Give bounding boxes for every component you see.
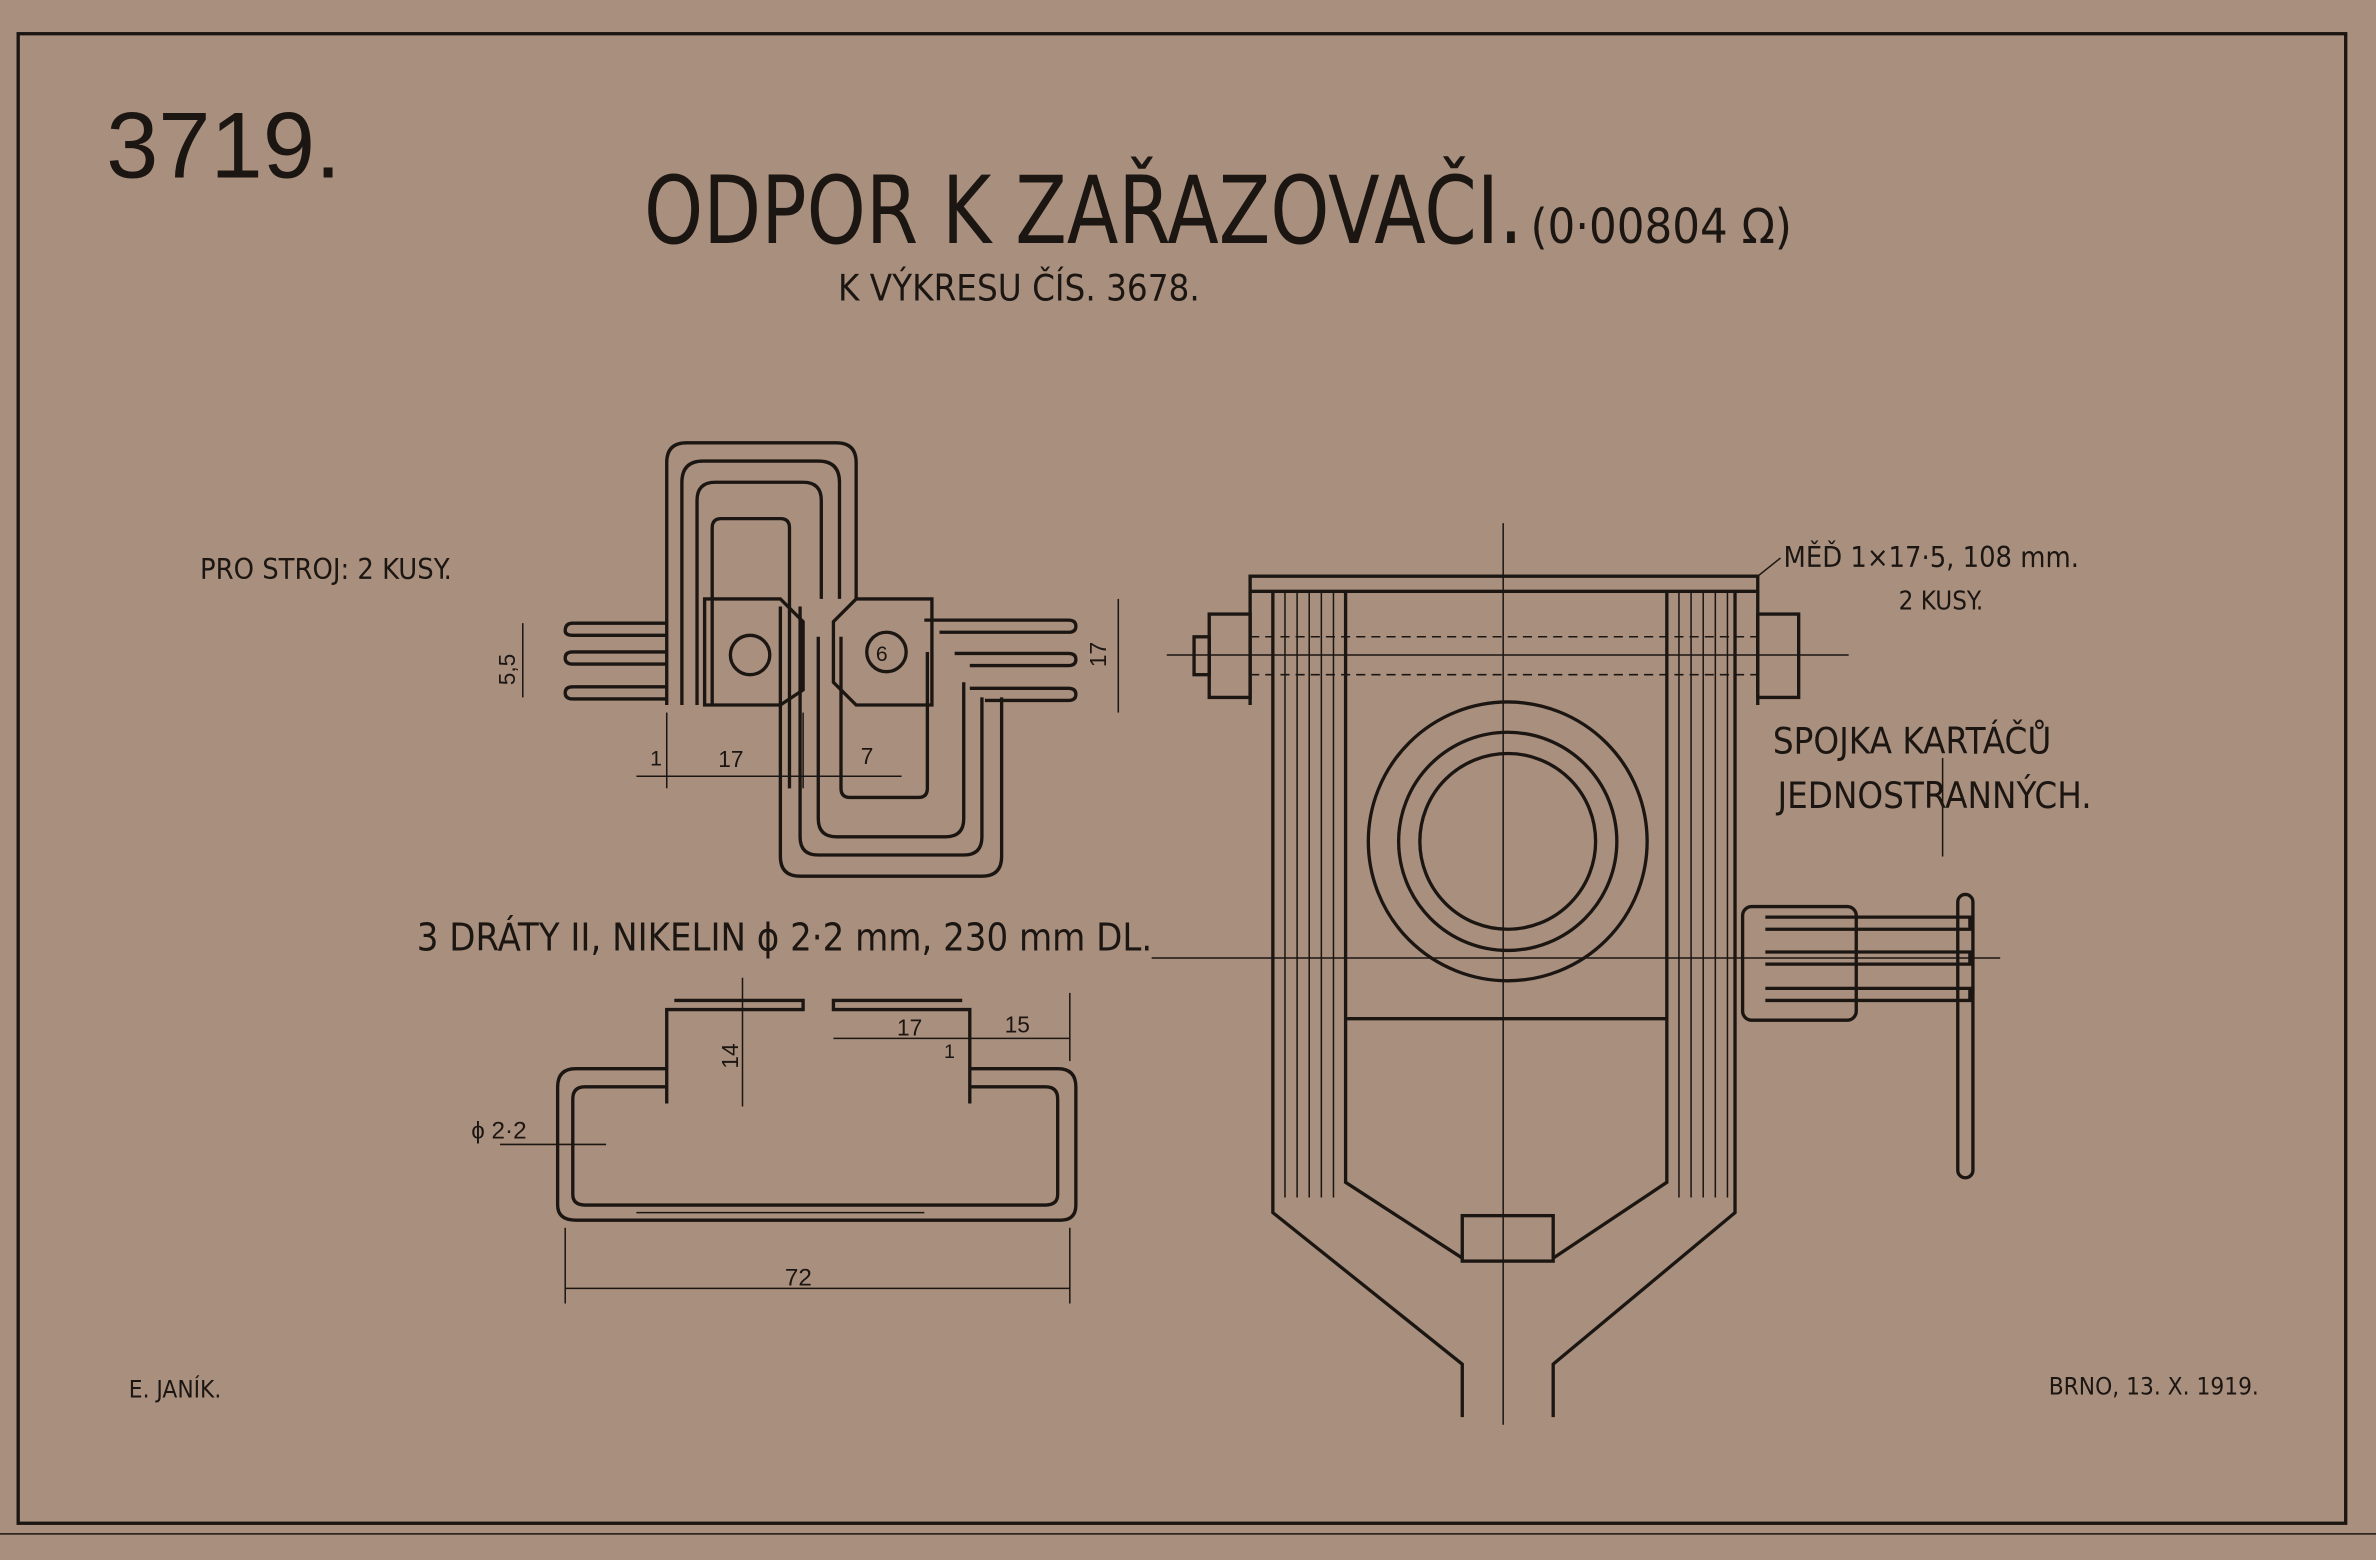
drawing-number: 3719. bbox=[106, 93, 341, 198]
quantity-note: PRO STROJ: 2 KUSY. bbox=[200, 552, 452, 586]
reference-drawing: K VÝKRESU ČÍS. 3678. bbox=[838, 266, 1200, 309]
resistance-value: (0·00804 Ω) bbox=[1530, 199, 1791, 255]
dim-hook-width: 17 bbox=[897, 1014, 922, 1040]
copper-note: MĚĎ 1×17·5, 108 mm. bbox=[1784, 540, 2079, 574]
dim-diameter: ϕ 2·2 bbox=[471, 1117, 526, 1144]
dim-length: 72 bbox=[785, 1264, 812, 1291]
brush-coupling-view bbox=[1151, 523, 2001, 1425]
dim-hole: 6 bbox=[876, 643, 888, 666]
resistor-top-view bbox=[522, 441, 1120, 878]
dim-pitch: 5,5 bbox=[494, 654, 520, 686]
part-name-line1: SPOJKA KARTÁČŮ bbox=[1773, 719, 2051, 762]
drawing-title: ODPOR K ZAŘAZOVAČI. bbox=[644, 155, 1523, 266]
wire-note: 3 DRÁTY II, NIKELIN ϕ 2·2 mm, 230 mm DL. bbox=[417, 915, 1153, 959]
place-date: BRNO, 13. X. 1919. bbox=[2049, 1371, 2259, 1400]
author-signature: E. JANÍK. bbox=[129, 1374, 221, 1403]
dim-hook-height: 14 bbox=[717, 1043, 743, 1068]
copper-quantity: 2 KUSY. bbox=[1899, 587, 1984, 617]
sheet-border bbox=[0, 32, 2376, 1535]
dim-gap: 1 bbox=[650, 748, 662, 771]
resistor-side-view bbox=[500, 977, 1078, 1304]
dim-gap-bottom: 1 bbox=[944, 1041, 955, 1063]
lamination-lines bbox=[1284, 591, 1729, 1198]
dim-width: 17 bbox=[718, 746, 743, 772]
dim-tail: 15 bbox=[1005, 1011, 1030, 1037]
dim-height: 17 bbox=[1085, 642, 1111, 667]
part-name-line2: JEDNOSTRANNÝCH. bbox=[1775, 774, 2091, 817]
dim-offset: 7 bbox=[861, 743, 874, 769]
